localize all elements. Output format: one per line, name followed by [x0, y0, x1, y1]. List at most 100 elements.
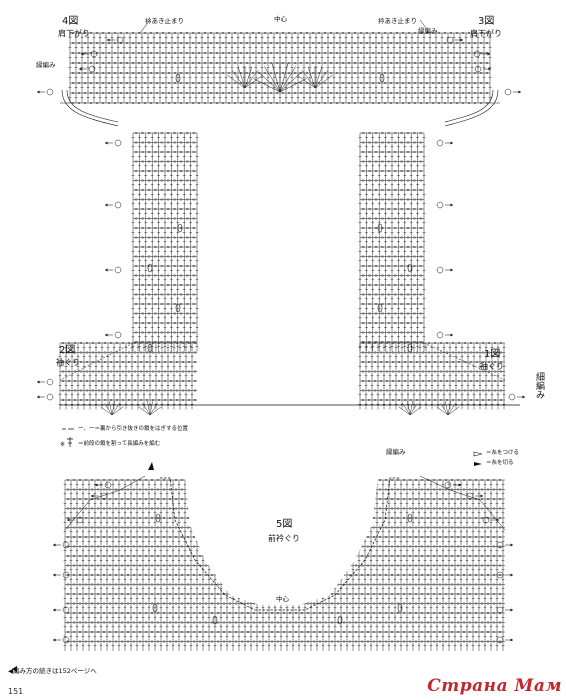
row-arrow-head: [460, 38, 463, 42]
row-arrow-head: [81, 52, 84, 56]
row-arrow-head: [510, 608, 513, 612]
base-fan-stitch: [447, 401, 451, 416]
row-number-marker: [62, 571, 70, 579]
row-number-marker: [436, 139, 444, 147]
row-arrow-head: [510, 638, 513, 642]
edging-bottom-label: 縁編み: [386, 448, 406, 456]
base-fan-stitch: [407, 401, 411, 416]
row-arrow-head: [53, 573, 56, 577]
row-arrow-head: [37, 90, 40, 94]
base-fan-stitch: [109, 401, 113, 416]
fan-stitch: [244, 70, 259, 89]
join-yarn-icon: [473, 451, 483, 457]
fig5-label: 5図: [276, 519, 293, 530]
row-arrow-head: [522, 395, 525, 399]
base-fan-stitch: [111, 401, 115, 416]
fan-stitch: [227, 74, 246, 89]
base-fan-stitch: [402, 403, 411, 416]
center-top-label: 中心: [274, 15, 287, 23]
row-number-marker: [496, 541, 504, 549]
base-fan-stitch: [398, 406, 411, 416]
row-number-marker: [504, 88, 512, 96]
left-lower-body: [58, 342, 197, 410]
shoulder-step-right: [419, 475, 506, 531]
fan-stitch: [297, 74, 316, 89]
base-fan-stitch: [138, 406, 151, 416]
row-number-marker: [46, 393, 54, 401]
row-number-marker: [473, 50, 481, 58]
row-number-marker: [474, 65, 482, 73]
fig2-sub: 袖ぐり: [56, 358, 80, 367]
row-number-marker: [62, 541, 70, 549]
fig2-label: 2図: [59, 345, 76, 356]
row-number-marker: [466, 492, 474, 500]
fan-stitch: [301, 70, 316, 89]
row-arrow-head: [518, 90, 521, 94]
row-number-marker: [496, 606, 504, 614]
center-fan-stitch: [271, 63, 281, 93]
left-body-column: [131, 132, 199, 352]
row-number-marker: [116, 36, 124, 44]
center-fan-stitch: [253, 78, 281, 93]
base-fan-stitch: [447, 406, 460, 416]
base-fan-stitch: [409, 401, 413, 416]
cut-yarn-mark: [148, 462, 154, 470]
fan-stitch: [314, 70, 329, 89]
neckline-edge: [160, 477, 400, 611]
row-number-marker: [46, 88, 54, 96]
base-fan-stitch: [436, 406, 449, 416]
row-number-marker: [508, 393, 516, 401]
strap-curve-left-inner: [66, 89, 119, 123]
edging-left-label: 縁編み: [36, 61, 56, 69]
row-arrow-head: [67, 518, 70, 522]
base-fan-stitch: [111, 403, 120, 416]
base-fan-stitch: [409, 403, 418, 416]
legend-mark: ※: [60, 441, 65, 448]
fig1-label: 1図: [484, 349, 501, 360]
strap-curve-right: [444, 89, 499, 127]
fig1-sub: 袖ぐり: [480, 362, 504, 371]
strap-curve-left: [61, 89, 119, 127]
slit-left-label: 衿あき止まり: [145, 17, 184, 25]
fig3-label: 3図: [478, 16, 495, 27]
row-arrow-head: [79, 67, 82, 71]
row-arrow-head: [105, 333, 108, 337]
continue-arrow-icon: [12, 666, 17, 672]
row-number-marker: [114, 201, 122, 209]
cut-yarn-icon: [474, 462, 482, 466]
row-number-marker: [496, 571, 504, 579]
base-fan-stitch: [149, 403, 158, 416]
popcorn-stitch: [175, 303, 181, 313]
row-arrow-head: [450, 333, 453, 337]
fan-stitch: [307, 67, 316, 89]
row-arrow-head: [450, 268, 453, 272]
base-fan-stitch: [447, 403, 456, 416]
popcorn-stitch: [407, 263, 413, 273]
popcorn-stitch: [379, 73, 385, 83]
neck-mask: [160, 472, 400, 605]
fig3-sub: 肩下がり: [470, 29, 502, 38]
fan-stitch: [314, 67, 323, 89]
popcorn-stitch: [212, 615, 218, 625]
row-number-marker: [104, 481, 112, 489]
row-number-marker: [114, 331, 122, 339]
fig4-sub: 肩下がり: [58, 29, 90, 38]
row-number-marker: [496, 636, 504, 644]
row-number-marker: [482, 516, 490, 524]
row-arrow-head: [53, 638, 56, 642]
continue-note: ◀編み方の続きは152ページへ: [8, 667, 97, 675]
base-fan-stitch: [142, 403, 151, 416]
fan-stitch: [237, 67, 246, 89]
edging-vertical-label: 細編み: [534, 372, 544, 399]
base-fan-stitch: [445, 401, 449, 416]
row-arrow-head: [53, 543, 56, 547]
base-fan-stitch: [104, 403, 113, 416]
center-fan-stitch: [279, 78, 307, 93]
row-arrow-head: [510, 573, 513, 577]
row-arrow-head: [95, 483, 98, 487]
base-fan-stitch: [147, 401, 151, 416]
row-arrow-head: [450, 203, 453, 207]
center-fan-stitch: [257, 71, 281, 93]
slit-lead: [139, 19, 431, 34]
